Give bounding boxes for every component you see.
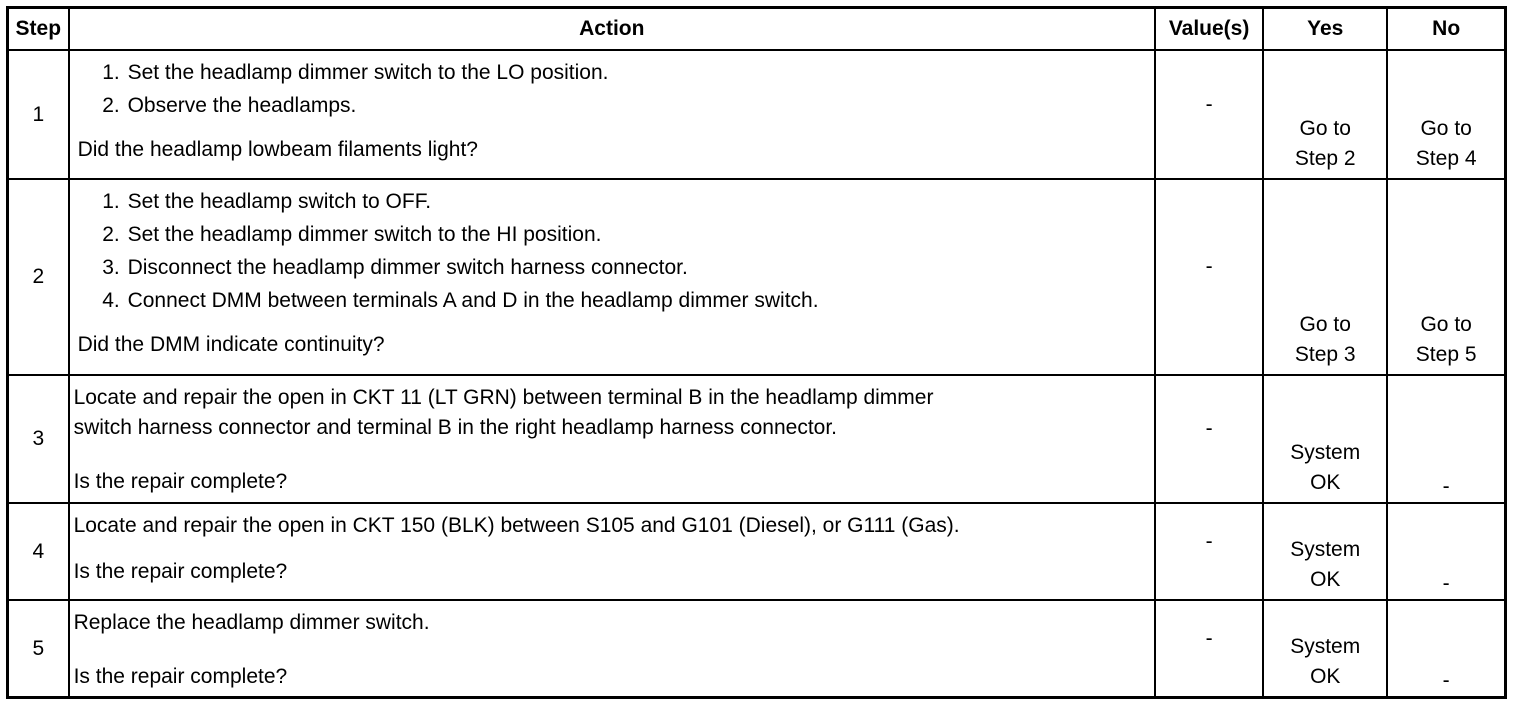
yes-line: System: [1290, 538, 1361, 561]
yes-line: Go to: [1299, 313, 1351, 336]
yes-line: OK: [1310, 568, 1341, 591]
action-list-item: Observe the headlamps.: [126, 91, 1146, 121]
value-text: -: [1205, 529, 1213, 553]
value-cell: -: [1154, 178, 1265, 376]
yes-line: System: [1290, 635, 1361, 658]
step-number: 1: [6, 49, 70, 180]
value-text: -: [1205, 417, 1213, 440]
header-action: Action: [67, 6, 1157, 51]
value-cell: -: [1154, 374, 1265, 504]
table-row: 4 Locate and repair the open in CKT 150 …: [6, 502, 1507, 601]
step-number: 4: [6, 502, 70, 601]
yes-cell: Go to Step 2: [1262, 49, 1389, 180]
yes-line: OK: [1310, 665, 1341, 688]
action-question: Is the repair complete?: [73, 470, 288, 493]
yes-cell: System OK: [1262, 374, 1389, 504]
value-text: -: [1205, 92, 1213, 116]
value-cell: -: [1154, 599, 1265, 699]
action-question: Did the headlamp lowbeam filaments light…: [77, 138, 478, 161]
header-yes: Yes: [1262, 6, 1389, 51]
action-list-item: Set the headlamp dimmer switch to the LO…: [126, 58, 1146, 88]
action-question: Did the DMM indicate continuity?: [77, 333, 385, 356]
step-number: 5: [6, 599, 70, 699]
action-cell: Set the headlamp dimmer switch to the LO…: [67, 49, 1157, 180]
table-row: 3 Locate and repair the open in CKT 11 (…: [6, 374, 1507, 504]
value-cell: -: [1154, 502, 1265, 601]
action-text: Replace the headlamp dimmer switch.: [73, 611, 430, 634]
yes-line: Go to: [1299, 117, 1351, 140]
yes-cell: Go to Step 3: [1262, 178, 1389, 376]
step-number: 2: [6, 178, 70, 376]
no-cell: -: [1386, 502, 1507, 601]
action-list-item: Connect DMM between terminals A and D in…: [126, 286, 1146, 316]
action-text: Locate and repair the open in CKT 11 (LT…: [73, 386, 934, 409]
table-row: 5 Replace the headlamp dimmer switch. Is…: [6, 599, 1507, 699]
action-text: switch harness connector and terminal B …: [73, 416, 838, 439]
action-list: Set the headlamp switch to OFF. Set the …: [78, 187, 1146, 316]
action-list: Set the headlamp dimmer switch to the LO…: [78, 58, 1146, 121]
header-no: No: [1386, 6, 1507, 51]
no-cell: Go to Step 4: [1386, 49, 1507, 180]
action-text: Locate and repair the open in CKT 150 (B…: [73, 514, 960, 537]
no-line: Go to: [1420, 117, 1472, 140]
yes-line: System: [1290, 441, 1361, 464]
header-row: Step Action Value(s) Yes No: [6, 6, 1507, 51]
table-row: 1 Set the headlamp dimmer switch to the …: [6, 49, 1507, 180]
yes-line: Step 2: [1294, 147, 1356, 170]
action-list-item: Set the headlamp dimmer switch to the HI…: [126, 220, 1146, 250]
yes-cell: System OK: [1262, 502, 1389, 601]
header-values: Value(s): [1154, 6, 1265, 51]
value-text: -: [1205, 255, 1213, 278]
action-cell: Locate and repair the open in CKT 11 (LT…: [67, 374, 1157, 504]
table-row: 2 Set the headlamp switch to OFF. Set th…: [6, 178, 1507, 376]
action-cell: Locate and repair the open in CKT 150 (B…: [67, 502, 1157, 601]
no-cell: -: [1386, 374, 1507, 504]
action-list-item: Disconnect the headlamp dimmer switch ha…: [126, 253, 1146, 283]
action-cell: Set the headlamp switch to OFF. Set the …: [67, 178, 1157, 376]
yes-line: Step 3: [1294, 343, 1356, 366]
no-cell: -: [1386, 599, 1507, 699]
action-question: Is the repair complete?: [73, 560, 288, 583]
no-line: Step 4: [1415, 147, 1477, 170]
no-cell: Go to Step 5: [1386, 178, 1507, 376]
no-line: -: [1442, 475, 1450, 498]
no-line: -: [1442, 669, 1450, 692]
action-cell: Replace the headlamp dimmer switch. Is t…: [67, 599, 1157, 699]
yes-line: OK: [1310, 471, 1341, 494]
diagnostic-table: Step Action Value(s) Yes No 1 Set the he…: [6, 6, 1507, 699]
no-line: -: [1442, 572, 1450, 595]
header-step: Step: [6, 6, 70, 51]
no-line: Go to: [1420, 313, 1472, 336]
action-list-item: Set the headlamp switch to OFF.: [126, 187, 1146, 217]
value-cell: -: [1154, 49, 1265, 180]
yes-cell: System OK: [1262, 599, 1389, 699]
action-question: Is the repair complete?: [73, 665, 288, 688]
value-text: -: [1205, 626, 1213, 650]
step-number: 3: [6, 374, 70, 504]
no-line: Step 5: [1415, 343, 1477, 366]
